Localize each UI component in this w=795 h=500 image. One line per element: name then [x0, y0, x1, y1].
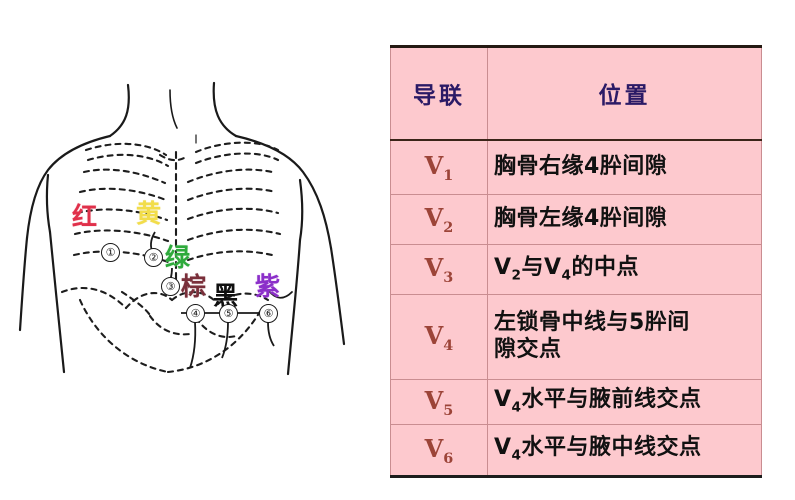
- position-text-v4: 左锁骨中线与5肸间隙交点: [494, 310, 690, 362]
- electrode-color-label-purple: 紫: [255, 272, 281, 301]
- lead-subscript-3: 3: [443, 268, 454, 286]
- position-text-v6: V4水平与腋中线交点: [494, 435, 702, 464]
- lead-label-v2: V2: [424, 203, 454, 236]
- cell-position-v4: 左锁骨中线与5肸间隙交点: [487, 294, 762, 380]
- cell-position-v3: V2与V4的中点: [487, 244, 762, 295]
- cell-position-v1: 胸骨右缘4肸间隙: [487, 139, 762, 195]
- header-cell-lead: 导联: [390, 45, 488, 141]
- ribcage-dashed-lines: [60, 141, 282, 374]
- table-row: V3 V2与V4的中点: [390, 244, 762, 295]
- table-row: V5 V4水平与腋前线交点: [390, 379, 762, 425]
- electrode-marker-3: ③: [161, 277, 180, 296]
- lead-subscript-5: 5: [443, 401, 454, 419]
- electrode-color-label-yellow: 黄: [136, 199, 162, 228]
- electrode-color-label-red: 红: [72, 202, 98, 231]
- table-row: V4 左锁骨中线与5肸间隙交点: [390, 294, 762, 380]
- lead-label-v3: V3: [424, 253, 454, 286]
- lead-subscript-1: 1: [443, 166, 454, 184]
- lead-subscript-2: 2: [443, 218, 454, 236]
- cell-lead-v3: V3: [390, 244, 488, 295]
- electrode-color-label-black: 黑: [213, 281, 239, 310]
- position-text-v5: V4水平与腋前线交点: [494, 387, 702, 416]
- table-row: V1 胸骨右缘4肸间隙: [390, 139, 762, 195]
- header-cell-position: 位置: [487, 45, 762, 141]
- electrode-marker-6: ⑥: [259, 304, 278, 323]
- chest-anatomy-figure: 红 黄 绿 棕 黑 紫 ① ② ③ ④ ⑤ ⑥: [0, 0, 380, 500]
- position-text-v1: 胸骨右缘4肸间隙: [494, 153, 668, 179]
- lead-label-v5: V5: [424, 385, 454, 419]
- electrode-marker-2: ②: [144, 248, 163, 267]
- lead-label-v4: V4: [424, 320, 454, 354]
- electrode-marker-1: ①: [101, 243, 120, 262]
- table-header-row: 导联 位置: [390, 45, 762, 141]
- position-text-v2: 胸骨左缘4肸间隙: [494, 206, 668, 232]
- lead-label-v6: V6: [424, 433, 454, 467]
- cell-lead-v5: V5: [390, 379, 488, 425]
- cell-lead-v1: V1: [390, 139, 488, 195]
- cell-lead-v4: V4: [390, 294, 488, 380]
- position-text-v3: V2与V4的中点: [494, 254, 640, 284]
- electrode-marker-5: ⑤: [219, 304, 238, 323]
- electrode-marker-4: ④: [186, 304, 205, 323]
- torso-illustration: [18, 81, 346, 376]
- lead-position-table: 导联 位置 V1 胸骨右缘4肸间隙 V2 胸骨左缘4肸间隙: [390, 45, 762, 478]
- lead-label-v1: V1: [424, 150, 454, 184]
- cell-position-v2: 胸骨左缘4肸间隙: [487, 194, 762, 245]
- header-label-position: 位置: [598, 83, 651, 110]
- cell-lead-v2: V2: [390, 194, 488, 245]
- table-row: V6 V4水平与腋中线交点: [390, 424, 762, 478]
- lead-subscript-6: 6: [443, 449, 454, 467]
- cell-position-v6: V4水平与腋中线交点: [487, 424, 762, 478]
- lead-subscript-4: 4: [443, 336, 454, 354]
- electrode-color-label-green: 绿: [165, 243, 191, 272]
- header-label-lead: 导联: [413, 83, 465, 110]
- table-row: V2 胸骨左缘4肸间隙: [390, 194, 762, 245]
- cell-lead-v6: V6: [390, 424, 488, 478]
- electrode-color-label-brown: 棕: [181, 272, 207, 301]
- cell-position-v5: V4水平与腋前线交点: [487, 379, 762, 425]
